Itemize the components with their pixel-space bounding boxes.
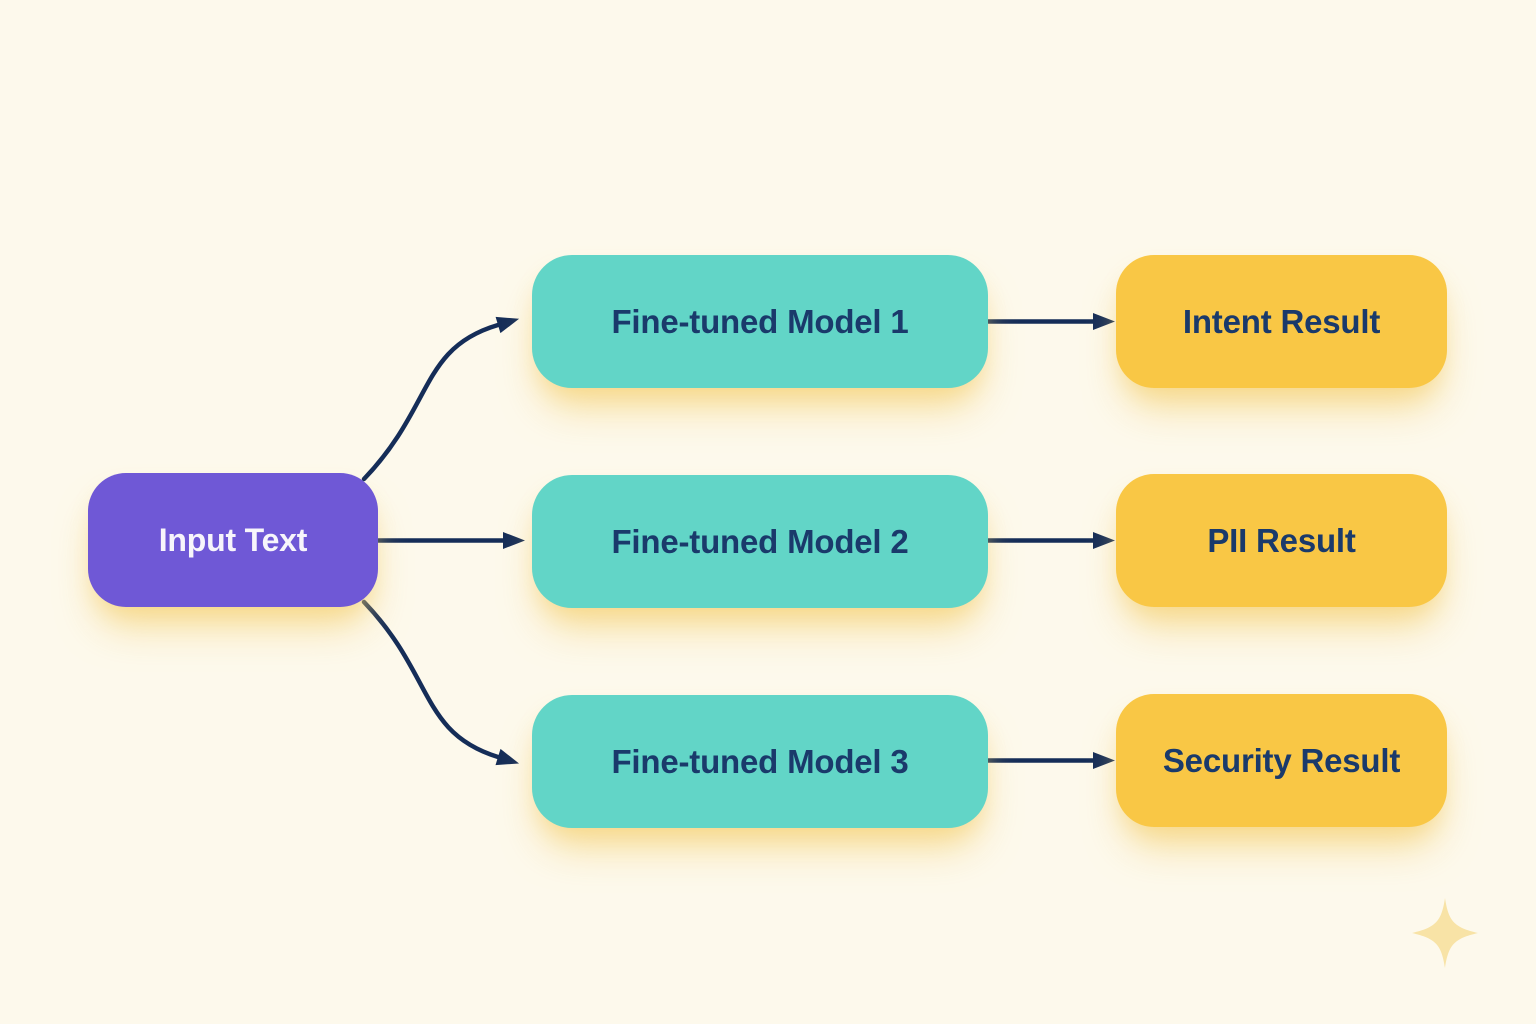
model-2-label: Fine-tuned Model 2 xyxy=(611,522,909,560)
arrow-input-to-model-3 xyxy=(361,599,520,766)
pii-result-label: PII Result xyxy=(1207,521,1356,559)
intent-result-label: Intent Result xyxy=(1182,302,1381,340)
model-1-node: Fine-tuned Model 1 xyxy=(532,255,988,388)
pii-result-node: PII Result xyxy=(1116,474,1447,607)
model-3-node: Fine-tuned Model 3 xyxy=(532,695,988,828)
input-text-label: Input Text xyxy=(158,521,308,558)
security-result-node: Security Result xyxy=(1116,694,1447,827)
model-2-node: Fine-tuned Model 2 xyxy=(532,475,988,608)
input-text-node: Input Text xyxy=(88,473,378,607)
model-1-label: Fine-tuned Model 1 xyxy=(611,302,909,340)
security-result-label: Security Result xyxy=(1162,741,1401,779)
arrow-input-to-model-1 xyxy=(361,316,520,482)
model-3-label: Fine-tuned Model 3 xyxy=(611,742,909,780)
intent-result-node: Intent Result xyxy=(1116,255,1447,388)
sparkle-icon xyxy=(1412,898,1478,968)
